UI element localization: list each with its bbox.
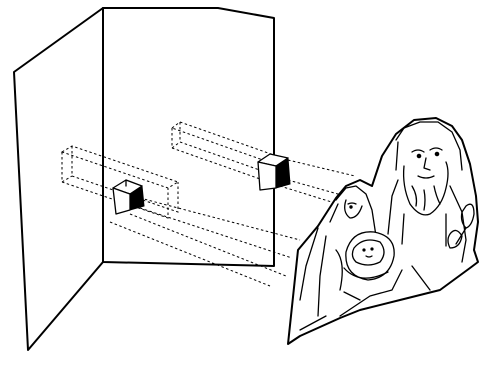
front-board xyxy=(14,8,103,350)
folding-panel xyxy=(14,8,274,350)
nativity-card xyxy=(288,118,478,344)
back-board xyxy=(103,8,274,266)
mounting-bracket-right xyxy=(258,154,290,190)
